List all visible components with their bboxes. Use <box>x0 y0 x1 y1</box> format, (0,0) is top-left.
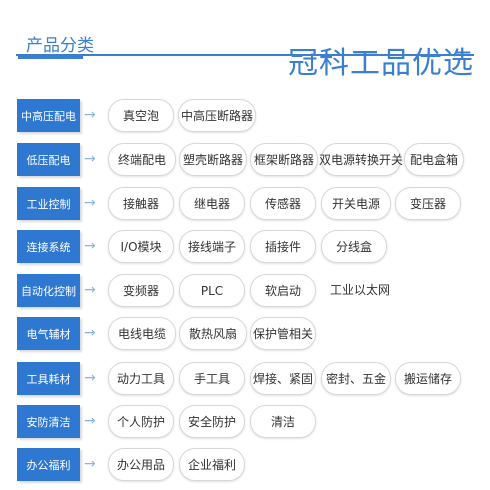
product-item[interactable]: 手工具 <box>179 362 245 395</box>
product-item[interactable]: 中高压断路器 <box>178 99 256 132</box>
category-label[interactable]: 自动化控制 <box>17 274 80 307</box>
product-item[interactable]: 工业以太网 <box>330 283 391 297</box>
arrow-right-icon: → <box>84 151 96 167</box>
product-item[interactable]: 分线盒 <box>321 230 387 263</box>
product-item[interactable]: 真空泡 <box>108 99 174 132</box>
category-row-high-voltage: 中高压配电 → 真空泡 中高压断路器 <box>0 99 490 135</box>
product-item[interactable]: 动力工具 <box>108 362 174 395</box>
category-label[interactable]: 中高压配电 <box>17 99 80 132</box>
product-item[interactable]: 插接件 <box>250 230 316 263</box>
category-label[interactable]: 办公福利 <box>17 448 80 481</box>
product-item[interactable]: 焊接、紧固 <box>250 362 316 395</box>
category-row-safety-cleaning: 安防清洁 → 个人防护 安全防护 清洁 <box>0 405 490 441</box>
product-item[interactable]: 保护管相关 <box>250 317 316 350</box>
product-item[interactable]: 配电盒箱 <box>404 143 464 176</box>
product-item[interactable]: 塑壳断路器 <box>179 143 247 176</box>
product-item[interactable]: 终端配电 <box>108 143 176 176</box>
category-row-tools-consumables: 工具耗材 → 动力工具 手工具 焊接、紧固 密封、五金 搬运储存 <box>0 362 490 398</box>
category-label[interactable]: 电气辅材 <box>17 317 80 350</box>
category-row-office-welfare: 办公福利 → 办公用品 企业福利 <box>0 448 490 484</box>
arrow-right-icon: → <box>84 413 96 429</box>
product-item[interactable]: 密封、五金 <box>321 362 391 395</box>
arrow-right-icon: → <box>84 325 96 341</box>
product-item[interactable]: 散热风扇 <box>179 317 247 350</box>
product-item[interactable]: 接触器 <box>108 187 174 220</box>
product-item[interactable]: 办公用品 <box>108 448 174 481</box>
product-item[interactable]: 接线端子 <box>179 230 245 263</box>
product-item[interactable]: 搬运储存 <box>395 362 461 395</box>
product-item[interactable]: 双电源转换开关 <box>319 143 403 176</box>
category-label[interactable]: 低压配电 <box>17 143 80 176</box>
category-row-automation: 自动化控制 → 变频器 PLC 软启动 工业以太网 <box>0 274 490 310</box>
arrow-right-icon: → <box>84 456 96 472</box>
product-item[interactable]: I/O模块 <box>108 230 174 263</box>
category-label[interactable]: 安防清洁 <box>17 405 80 438</box>
product-item[interactable]: 变频器 <box>108 274 174 307</box>
arrow-right-icon: → <box>84 238 96 254</box>
category-row-electrical-accessories: 电气辅材 → 电线电缆 散热风扇 保护管相关 <box>0 317 490 353</box>
product-item[interactable]: PLC <box>179 274 245 307</box>
category-row-connection: 连接系统 → I/O模块 接线端子 插接件 分线盒 <box>0 230 490 266</box>
product-item[interactable]: 变压器 <box>395 187 461 220</box>
category-label[interactable]: 工业控制 <box>17 187 80 220</box>
product-item[interactable]: 继电器 <box>179 187 245 220</box>
category-row-industrial-control: 工业控制 → 接触器 继电器 传感器 开关电源 变压器 <box>0 187 490 223</box>
product-item[interactable]: 个人防护 <box>108 405 174 438</box>
product-item[interactable]: 企业福利 <box>179 448 245 481</box>
arrow-right-icon: → <box>84 282 96 298</box>
category-label[interactable]: 连接系统 <box>17 230 80 263</box>
product-item[interactable]: 安全防护 <box>179 405 245 438</box>
product-item[interactable]: 框架断路器 <box>250 143 318 176</box>
product-item[interactable]: 传感器 <box>250 187 316 220</box>
header-accent <box>18 56 83 59</box>
page-title: 产品分类 <box>26 36 94 56</box>
product-item[interactable]: 软启动 <box>250 274 316 307</box>
arrow-right-icon: → <box>84 107 96 123</box>
product-item[interactable]: 清洁 <box>250 405 316 438</box>
header-divider <box>16 54 474 56</box>
arrow-right-icon: → <box>84 195 96 211</box>
category-row-low-voltage: 低压配电 → 终端配电 塑壳断路器 框架断路器 双电源转换开关 配电盒箱 <box>0 143 490 179</box>
brand-title: 冠科工品优选 <box>288 46 474 81</box>
product-item[interactable]: 开关电源 <box>321 187 391 220</box>
category-label[interactable]: 工具耗材 <box>17 362 80 395</box>
arrow-right-icon: → <box>84 370 96 386</box>
product-item[interactable]: 电线电缆 <box>108 317 176 350</box>
